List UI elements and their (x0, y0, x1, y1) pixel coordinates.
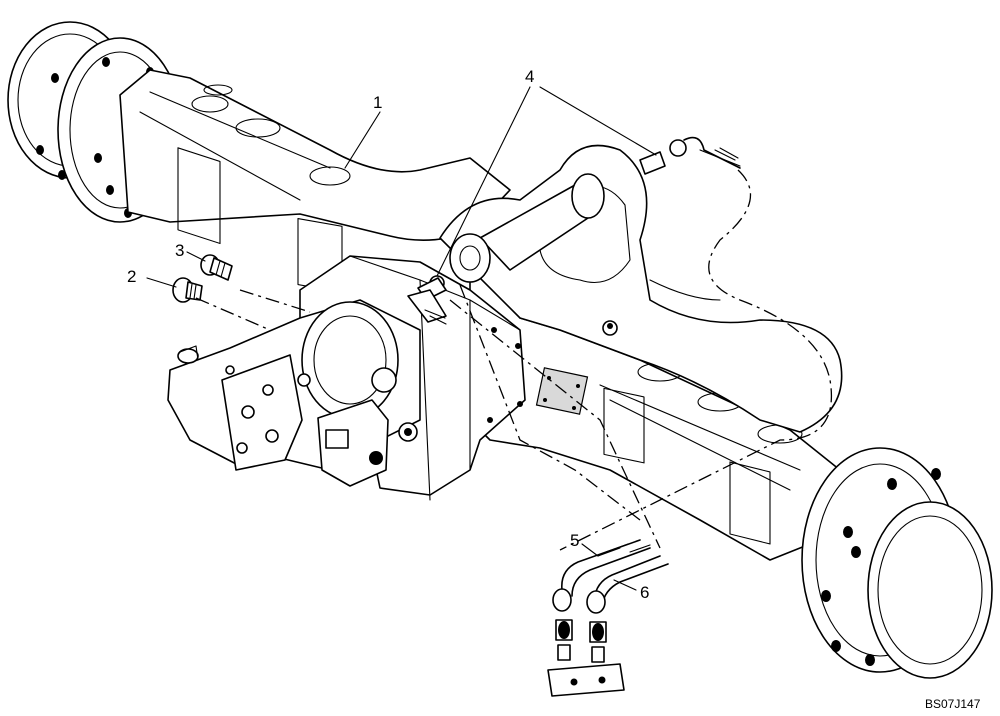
hydraulic-motor (167, 299, 421, 487)
reference-code: BS07J147 (925, 697, 981, 711)
leader-lines (146, 86, 657, 591)
hoses-items-5-6 (547, 539, 669, 697)
fitting-item-3 (200, 254, 233, 281)
callout-5: 5 (570, 531, 579, 550)
right-wheel-hub (801, 447, 993, 679)
callouts: 1 2 3 4 5 6 (127, 67, 649, 602)
hose-routing-lines (195, 169, 832, 551)
callout-3: 3 (175, 241, 184, 260)
axle-housing (119, 69, 843, 561)
callout-4: 4 (525, 67, 534, 86)
callout-2: 2 (127, 267, 136, 286)
callout-1: 1 (373, 93, 382, 112)
hose-assembly-item-4 (407, 136, 741, 325)
callout-6: 6 (640, 583, 649, 602)
fitting-item-2 (172, 277, 203, 303)
